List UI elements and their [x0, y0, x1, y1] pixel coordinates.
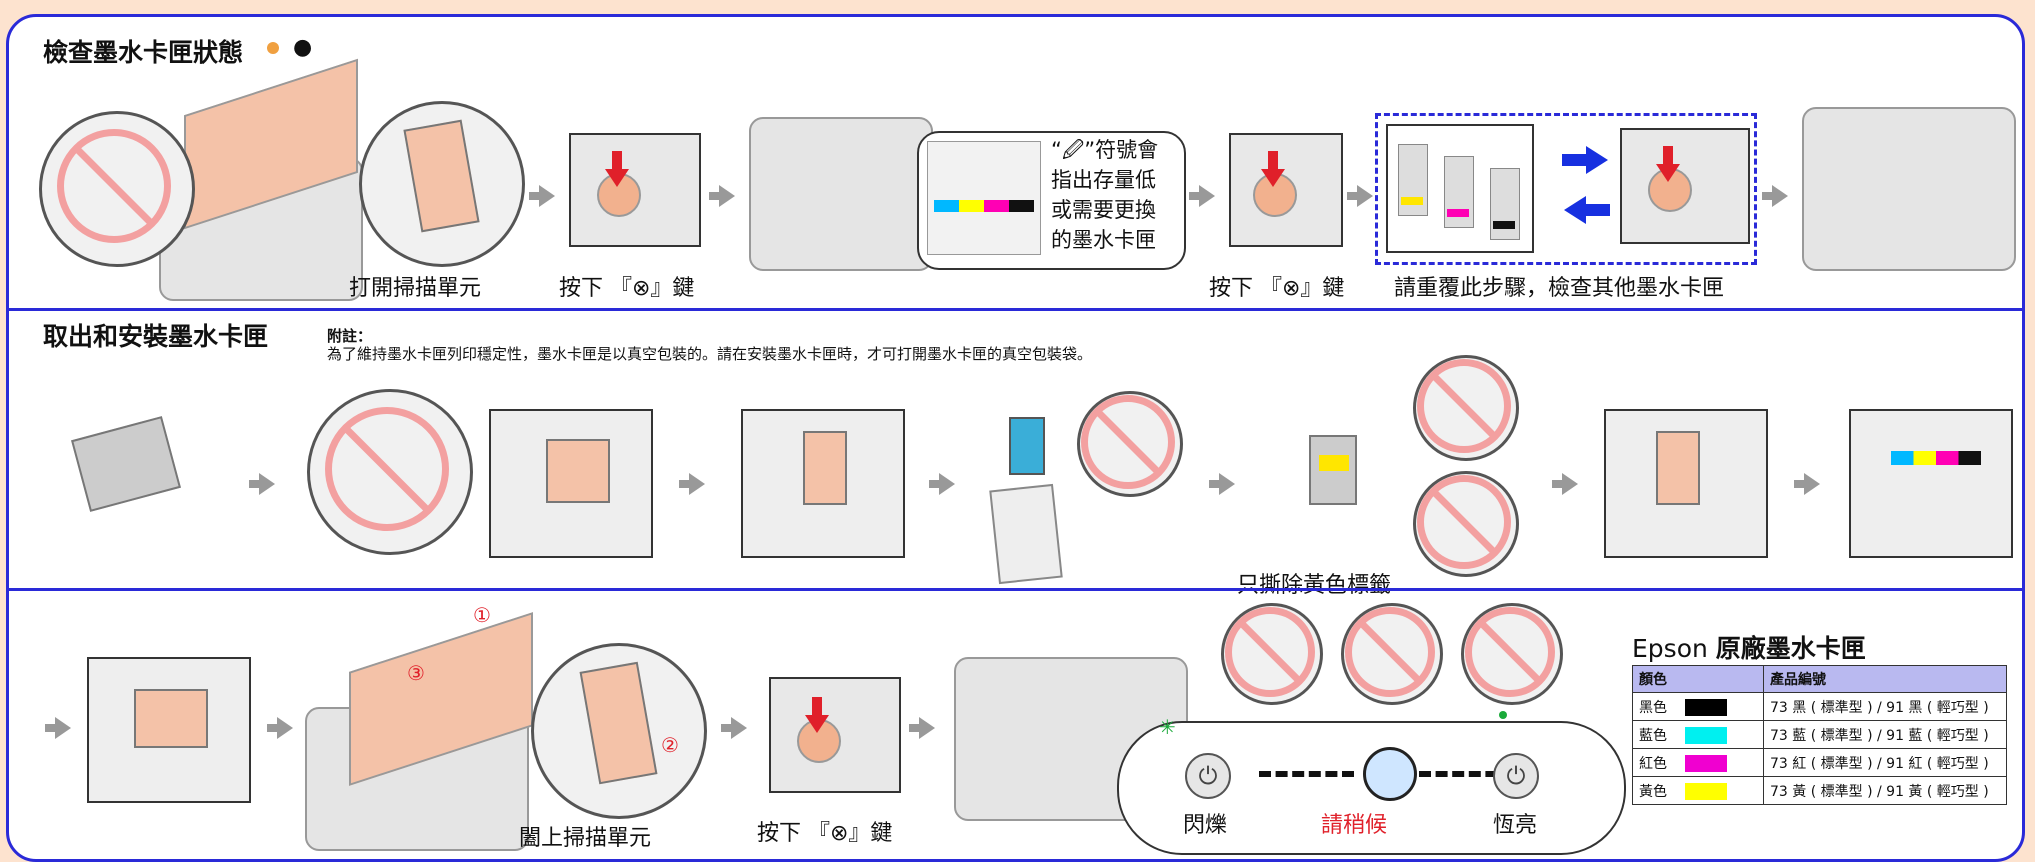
cartridge-shake-illustration — [71, 416, 181, 512]
color-swatch — [1684, 783, 1727, 800]
step-arrow — [909, 717, 935, 739]
cartridge-label-illustration — [1309, 435, 1357, 505]
table-row: 黃色 73 黃 ( 標準型 ) / 91 黃 ( 輕巧型 ) — [1632, 776, 2007, 805]
table-header-row: 顏色 產品編號 — [1632, 665, 2007, 693]
step-arrow — [1347, 185, 1373, 207]
column-header-color: 顏色 — [1632, 665, 1764, 693]
step-arrow — [679, 473, 705, 495]
color-name: 黃色 — [1639, 783, 1667, 800]
dashed-progress — [1259, 771, 1354, 777]
blue-left-arrow — [1564, 196, 1610, 224]
product-code: 73 黑 ( 標準型 ) / 91 黑 ( 輕巧型 ) — [1763, 692, 2007, 721]
press-cartridge-illustration — [1849, 409, 2013, 558]
caption-tear-label: 只撕除黃色標籤 — [1237, 573, 1392, 598]
insert-cartridge-illustration — [1604, 409, 1768, 558]
section2-title: 取出和安裝墨水卡匣 — [43, 322, 269, 351]
step-arrow — [1209, 473, 1235, 495]
stopwatch-icon — [1363, 747, 1417, 801]
printer-close-head-illustration — [1802, 107, 2016, 271]
product-code: 73 黃 ( 標準型 ) / 91 黃 ( 輕巧型 ) — [1763, 776, 2007, 805]
open-clamp-illustration — [489, 409, 653, 558]
steady-light-icon — [1499, 711, 1507, 719]
step-arrow — [721, 717, 747, 739]
caption-repeat: 請重覆此步驟，檢查其他墨水卡匣 — [1394, 276, 1725, 301]
power-status-bubble: ⏻ ✳ ⏻ 閃爍 請稍候 恆亮 — [1117, 711, 1626, 855]
caption-press-button-3: 按下 『⊗』鍵 — [757, 821, 893, 846]
table-row: 黑色 73 黑 ( 標準型 ) / 91 黑 ( 輕巧型 ) — [1632, 692, 2007, 721]
button-panel — [1229, 133, 1343, 247]
printer-open-illustration — [749, 117, 933, 271]
no-touch-icon — [1417, 475, 1511, 569]
close-clamp-illustration — [87, 657, 251, 803]
column-header-code: 產品編號 — [1763, 665, 2007, 693]
lever-detail — [359, 101, 525, 267]
no-touch-icon — [325, 407, 449, 531]
step-arrow — [45, 717, 71, 739]
status-flashing: 閃爍 — [1183, 813, 1228, 838]
caption-open-scanner: 打開掃描單元 — [349, 276, 482, 301]
step-arrow — [529, 185, 555, 207]
no-touch-icon — [1417, 359, 1511, 453]
instruction-card: 檢查墨水卡匣狀態 ● 打開掃描單元 按下 『⊗』鍵 “🖉”符號會指出存量低或需要… — [6, 14, 2025, 862]
power-icon: ⏻ — [1185, 753, 1231, 799]
section1-title: 檢查墨水卡匣狀態 — [43, 38, 244, 67]
remove-cartridge-illustration — [741, 409, 905, 558]
table-row: 紅色 73 紅 ( 標準型 ) / 91 紅 ( 輕巧型 ) — [1632, 748, 2007, 777]
no-touch-icon — [1345, 607, 1435, 697]
step-arrow — [267, 717, 293, 739]
step-arrow — [1762, 185, 1788, 207]
step-arrow — [1794, 473, 1820, 495]
table-row: 藍色 73 藍 ( 標準型 ) / 91 藍 ( 輕巧型 ) — [1632, 720, 2007, 749]
product-code: 73 紅 ( 標準型 ) / 91 紅 ( 輕巧型 ) — [1763, 748, 2007, 777]
step-arrow — [1552, 473, 1578, 495]
step-arrow — [249, 473, 275, 495]
color-swatch — [1684, 755, 1727, 772]
button-panel — [569, 133, 701, 247]
note-title: 附註： — [327, 327, 373, 345]
color-name: 藍色 — [1639, 727, 1667, 744]
bubble-text: “🖉”符號會指出存量低或需要更換的墨水卡匣 — [1051, 138, 1159, 252]
ink-drop-icon: ● — [293, 35, 313, 60]
color-name: 黑色 — [1639, 699, 1667, 716]
no-touch-icon — [1465, 607, 1555, 697]
flashing-light-icon: ✳ — [1159, 715, 1176, 739]
orange-dot-icon — [267, 42, 279, 54]
repeat-steps-box — [1375, 113, 1757, 265]
power-icon: ⏻ — [1493, 753, 1539, 799]
ink-status-bubble: “🖉”符號會指出存量低或需要更換的墨水卡匣 — [917, 131, 1186, 270]
color-swatch — [1684, 699, 1727, 716]
product-code: 73 藍 ( 標準型 ) / 91 藍 ( 輕巧型 ) — [1763, 720, 2007, 749]
note-body: 為了維持墨水卡匣列印穩定性，墨水卡匣是以真空包裝的。請在安裝墨水卡匣時，才可打開… — [327, 345, 1093, 363]
ink-cartridge-table: 顏色 產品編號 黑色 73 黑 ( 標準型 ) / 91 黑 ( 輕巧型 ) 藍… — [1632, 665, 2007, 805]
divider — [9, 308, 2022, 311]
no-touch-icon — [1081, 395, 1175, 489]
step-arrow — [709, 185, 735, 207]
button-panel — [769, 677, 901, 793]
blue-right-arrow — [1562, 146, 1608, 174]
color-name: 紅色 — [1639, 755, 1667, 772]
vacuum-bag-illustration — [989, 483, 1063, 585]
no-touch-icon — [1225, 607, 1315, 697]
dashed-progress — [1419, 771, 1514, 777]
divider — [9, 588, 2022, 591]
step-marker-2: ② — [661, 733, 679, 757]
caption-close-scanner: 闔上掃描單元 — [519, 826, 652, 851]
step-marker-1: ① — [473, 603, 491, 627]
ink-table-title: Epson 原廠墨水卡匣 — [1632, 634, 1866, 663]
caption-press-button-2: 按下 『⊗』鍵 — [1209, 276, 1345, 301]
cartridge-illustration — [1009, 417, 1045, 475]
lever-detail — [531, 643, 707, 819]
caption-press-button-1: 按下 『⊗』鍵 — [559, 276, 695, 301]
color-swatch — [1684, 727, 1727, 744]
status-steady: 恆亮 — [1493, 813, 1538, 838]
step-arrow — [1189, 185, 1215, 207]
no-touch-icon — [57, 129, 171, 243]
status-wait: 請稍候 — [1321, 813, 1388, 838]
step-marker-3: ③ — [407, 661, 425, 685]
step-arrow — [929, 473, 955, 495]
